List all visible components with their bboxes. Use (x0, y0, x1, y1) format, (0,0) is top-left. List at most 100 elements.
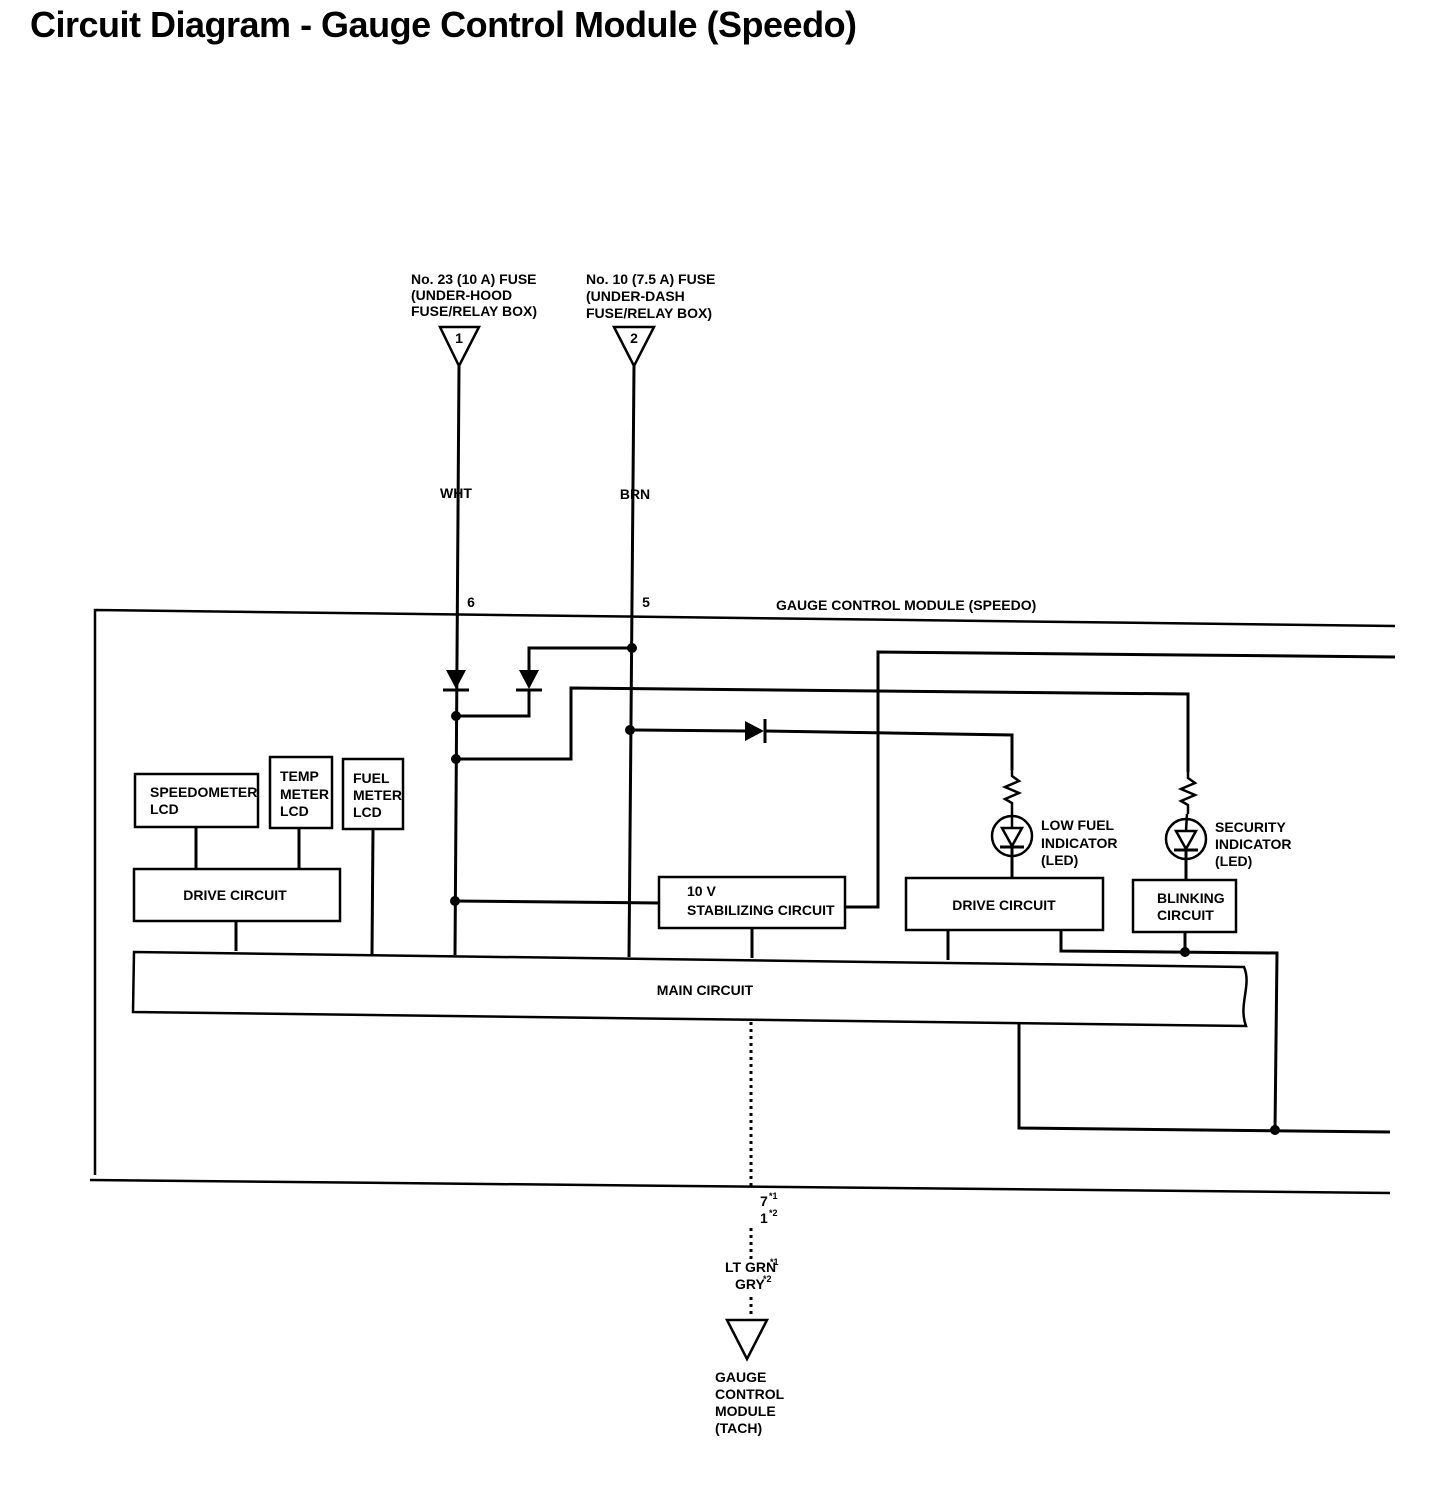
junction-dot (451, 754, 461, 764)
supply-diode-1 (443, 670, 469, 692)
page-title: Circuit Diagram - Gauge Control Module (… (30, 4, 857, 45)
blinking-line2: CIRCUIT (1157, 907, 1214, 923)
drive-circuit-right-output-wire (1059, 930, 1279, 1132)
brn-wire (627, 365, 636, 958)
speedometer-lcd: SPEEDOMETER LCD (133, 772, 260, 829)
module-label: GAUGE CONTROL MODULE (SPEEDO) (776, 597, 1036, 613)
junction-dot (625, 725, 635, 735)
destination-line1: GAUGE (715, 1369, 766, 1385)
junction-dot (451, 711, 461, 721)
fuel-meter-lcd-line2: METER (353, 787, 402, 803)
stabilizing-circuit-box (657, 875, 847, 930)
main-circuit-box (131, 950, 1248, 1028)
temp-meter-lcd-line1: TEMP (280, 768, 319, 784)
temp-meter-lcd-box (268, 755, 334, 830)
tach-output: 7 *1 1 *2 LT GRN *1 GRY *2 GAUGE CONTROL… (715, 1022, 785, 1436)
output-pin-1: 7 (760, 1193, 768, 1209)
stabilizer-line1: 10 V (687, 883, 716, 899)
fuel-meter-lcd-line1: FUEL (353, 770, 390, 786)
fuse-1-number: 1 (455, 330, 463, 346)
low-fuel-line2: INDICATOR (1041, 835, 1117, 851)
security-line2: INDICATOR (1215, 836, 1291, 852)
blinking-circuit: BLINKING CIRCUIT (1131, 878, 1238, 952)
blinking-circuit-box (1131, 878, 1238, 934)
temp-meter-lcd-line3: LCD (280, 803, 309, 819)
low-fuel-line3: (LED) (1041, 852, 1078, 868)
speedometer-lcd-box (133, 772, 260, 829)
low-fuel-indicator: LOW FUEL INDICATOR (LED) (990, 770, 1117, 878)
diode-3-symbol (745, 721, 764, 741)
low-fuel-resistor (1001, 770, 1023, 812)
main-circuit: MAIN CIRCUIT (131, 950, 1248, 1028)
fuse-2-line3: FUSE/RELAY BOX) (586, 305, 712, 321)
output-wire-color-2: GRY (735, 1276, 765, 1292)
module-border-top (93, 608, 1396, 1175)
speedometer-lcd-line1: SPEEDOMETER (150, 784, 257, 800)
drive-circuit-right: DRIVE CIRCUIT (904, 876, 1279, 1132)
fuel-meter-lcd-box (341, 757, 405, 831)
fuel-meter-lcd: FUEL METER LCD (341, 757, 405, 831)
destination-line3: MODULE (715, 1403, 776, 1419)
output-wire-color-1: LT GRN (725, 1259, 776, 1275)
output-wire-color-1-note: *1 (770, 1257, 779, 1267)
stabilizer-feed-wire (454, 899, 660, 905)
fuse-1-connector-triangle (438, 325, 482, 369)
fuse-1-pin: 6 (467, 594, 475, 610)
fuse-1-wire-color: WHT (440, 485, 472, 501)
drive-circuit-right-box (904, 876, 1105, 932)
diode-join-wire (456, 691, 531, 718)
temp-meter-lcd-line2: METER (280, 786, 329, 802)
low-fuel-feed-diode (745, 719, 767, 743)
drive-circuit-right-label: DRIVE CIRCUIT (952, 897, 1056, 913)
temp-meter-lcd: TEMP METER LCD (268, 755, 334, 830)
security-feed-wire (456, 686, 1190, 772)
supply-diode-2 (516, 670, 542, 692)
security-led-triangle (1173, 829, 1199, 852)
fuse-2-line1: No. 10 (7.5 A) FUSE (586, 271, 715, 287)
fuse-1-line1: No. 23 (10 A) FUSE (411, 271, 537, 287)
lcd-connections (194, 827, 375, 955)
main-circuit-output-wire (1017, 1024, 1391, 1134)
tach-connector-triangle (724, 1318, 770, 1362)
stabilizer-line2: STABILIZING CIRCUIT (687, 902, 835, 918)
output-pin-2: 1 (760, 1210, 768, 1226)
drive-circuit-left: DRIVE CIRCUIT (132, 867, 342, 923)
fuse-1-line2: (UNDER-HOOD (411, 287, 512, 303)
fuse-2-number: 2 (630, 330, 638, 346)
diode-1-symbol (446, 670, 466, 689)
fuse-2-line2: (UNDER-DASH (586, 288, 685, 304)
junction-dot (450, 896, 460, 906)
security-led-lead (1184, 813, 1189, 832)
stabilizing-circuit: 10 V STABILIZING CIRCUIT (657, 875, 847, 958)
fuse-2-wire-color: BRN (620, 486, 650, 502)
low-fuel-feed-wire-a (629, 728, 746, 733)
security-line1: SECURITY (1215, 819, 1286, 835)
brn-branch-wire (527, 646, 632, 672)
low-fuel-led-triangle (999, 826, 1025, 849)
fuse-2: No. 10 (7.5 A) FUSE (UNDER-DASH FUSE/REL… (586, 271, 715, 610)
security-indicator: SECURITY INDICATOR (LED) (1164, 772, 1291, 880)
fuse-2-pin: 5 (642, 594, 650, 610)
blinking-line1: BLINKING (1157, 890, 1225, 906)
destination-line2: CONTROL (715, 1386, 785, 1402)
fuse-1: No. 23 (10 A) FUSE (UNDER-HOOD FUSE/RELA… (411, 271, 537, 610)
module-outline: GAUGE CONTROL MODULE (SPEEDO) (89, 597, 1396, 1195)
fuel-meter-link-wire (370, 828, 375, 955)
output-pin-2-note: *2 (769, 1208, 778, 1218)
stabilizer-output-wire (845, 650, 1396, 909)
fuel-meter-lcd-line3: LCD (353, 804, 382, 820)
low-fuel-line1: LOW FUEL (1041, 817, 1115, 833)
diode-2-symbol (519, 670, 539, 689)
speedometer-lcd-line2: LCD (150, 801, 179, 817)
junction-dot (627, 643, 637, 653)
module-border-bottom (89, 1178, 1391, 1195)
drive-circuit-left-label: DRIVE CIRCUIT (183, 887, 287, 903)
wht-wire (453, 365, 461, 956)
output-wire-color-2-note: *2 (763, 1274, 772, 1284)
security-line3: (LED) (1215, 853, 1252, 869)
security-resistor (1177, 772, 1199, 814)
drive-circuit-left-box (132, 867, 342, 923)
fuse-2-connector-triangle (611, 325, 657, 369)
low-fuel-feed-wire-b (764, 729, 1014, 770)
